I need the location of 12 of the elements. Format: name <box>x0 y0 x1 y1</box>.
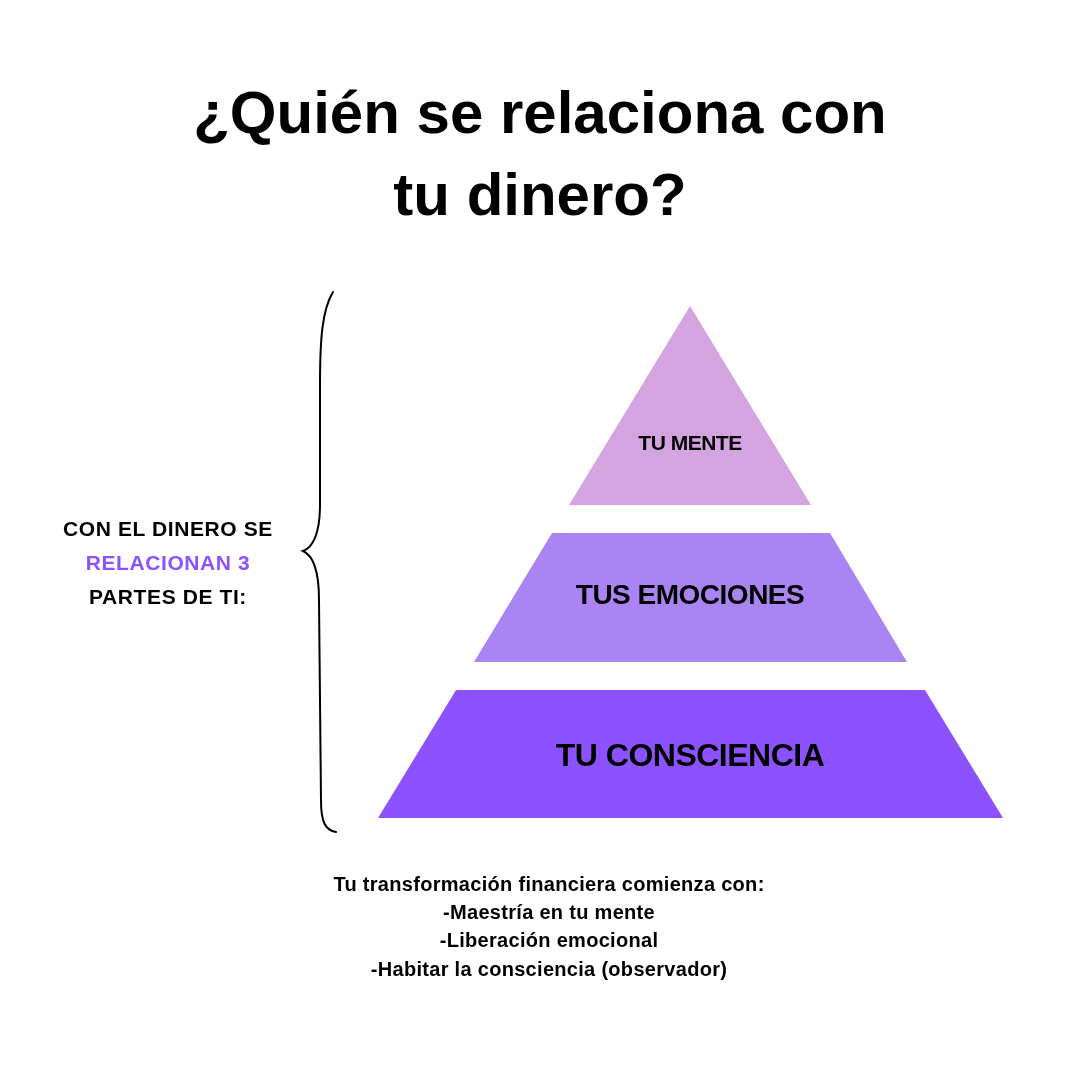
title: ¿Quién se relaciona con tu dinero? <box>192 78 888 230</box>
tier-label: TU CONSCIENCIA <box>555 736 825 774</box>
list-item: -Habitar la consciencia (observador) <box>370 957 728 982</box>
pyramid-middle-tier <box>474 533 907 662</box>
list-item: -Maestría en tu mente <box>443 900 655 925</box>
brace-label: CON EL DINERO SE RELACIONAN 3 PARTES DE TI: <box>62 516 274 610</box>
tier-label: TUS EMOCIONES <box>575 578 805 612</box>
list-item: -Liberación emocional <box>439 928 659 953</box>
intro-text: Tu transformación financiera comienza con: <box>333 872 765 897</box>
pyramid-base-tier <box>378 690 1003 818</box>
pyramid-top-triangle <box>569 306 811 505</box>
tier-label: TU MENTE <box>638 430 742 456</box>
